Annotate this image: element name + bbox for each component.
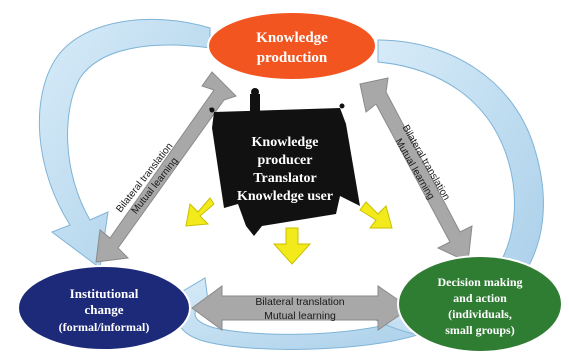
node-institutional-change-line2: change	[85, 302, 124, 317]
center-knowledge-actor: Knowledge producer Translator Knowledge …	[209, 88, 360, 236]
center-line1: Knowledge	[252, 135, 319, 150]
node-decision-making-line3: (individuals,	[448, 307, 512, 321]
node-institutional-change-line1: Institutional	[70, 286, 139, 301]
node-institutional-change-line3: (formal/informal)	[59, 320, 150, 334]
node-decision-making: Decision making and action (individuals,…	[397, 255, 563, 353]
node-decision-making-line1: Decision making	[437, 275, 522, 289]
node-institutional-change: Institutional change (formal/informal)	[17, 265, 191, 351]
connector-bottom-line1: Bilateral translation	[255, 296, 344, 308]
yellow-arrow-down	[272, 227, 312, 265]
yellow-arrow-left	[185, 197, 215, 227]
node-knowledge-production: Knowledge production	[207, 11, 377, 81]
yellow-arrow-right	[359, 201, 393, 229]
connector-bottom	[191, 285, 411, 331]
center-handle-icon	[250, 94, 260, 114]
cycle-arrow-top-left	[38, 18, 211, 269]
node-decision-making-line2: and action	[453, 291, 507, 305]
node-decision-making-line4: small groups)	[445, 323, 514, 337]
node-knowledge-production-line1: Knowledge	[256, 30, 328, 46]
connector-left	[95, 71, 237, 263]
center-line3: Translator	[253, 171, 317, 186]
center-line4: Knowledge user	[237, 189, 333, 204]
center-line2: producer	[258, 153, 313, 168]
connector-bottom-line2: Mutual learning	[264, 310, 336, 322]
connector-bottom-label: Bilateral translation Mutual learning	[255, 296, 344, 322]
node-knowledge-production-line2: production	[257, 50, 328, 66]
